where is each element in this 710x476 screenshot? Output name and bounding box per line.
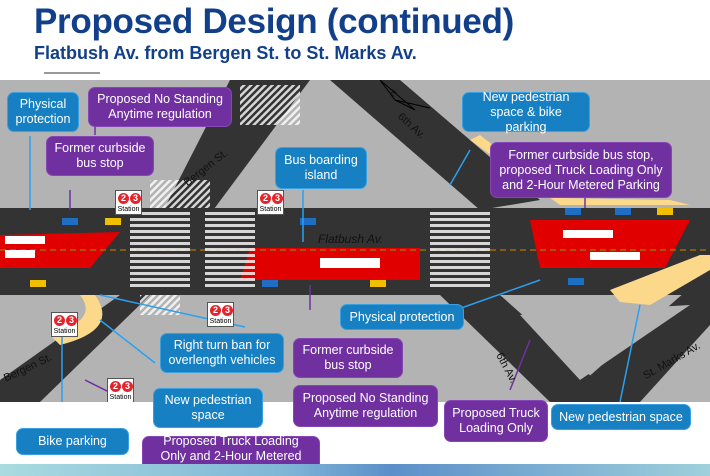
crosswalk bbox=[130, 210, 190, 290]
bus bbox=[590, 252, 640, 260]
page-title: Proposed Design (continued) bbox=[34, 2, 514, 41]
bus bbox=[320, 258, 380, 268]
car bbox=[565, 208, 581, 215]
street-map: Flatbush Av. Bergen St. Bergen St. 6th A… bbox=[0, 80, 710, 402]
crosswalk bbox=[205, 210, 255, 290]
callout-new-ped-space-left: New pedestrian space bbox=[153, 388, 263, 428]
callout-no-standing-top: Proposed No Standing Anytime regulation bbox=[88, 87, 232, 127]
callout-former-bus-stop-truck: Former curbside bus stop, proposed Truck… bbox=[490, 142, 672, 198]
callout-physical-protection-mid: Physical protection bbox=[340, 304, 464, 330]
subway-station-icon: 2 3 Station bbox=[51, 312, 78, 337]
subway-station-icon: 2 3 Station bbox=[207, 302, 234, 327]
callout-new-ped-space-right: New pedestrian space bbox=[551, 404, 691, 430]
sixth-av-top-roadway bbox=[330, 80, 540, 210]
callout-physical-protection-top: Physical protection bbox=[7, 92, 79, 132]
car bbox=[615, 208, 631, 215]
car bbox=[657, 208, 673, 215]
bus bbox=[5, 250, 35, 258]
subway-station-icon: 2 3 Station bbox=[107, 378, 134, 402]
car bbox=[568, 278, 584, 285]
north-arrow-icon bbox=[379, 80, 431, 111]
crosswalk bbox=[240, 85, 300, 125]
title-divider bbox=[44, 72, 100, 74]
bus bbox=[5, 236, 45, 244]
callout-truck-loading-only: Proposed Truck Loading Only bbox=[444, 400, 548, 442]
car bbox=[30, 280, 46, 287]
callout-former-bus-stop-top: Former curbside bus stop bbox=[46, 136, 154, 176]
ped-space-bottom-right bbox=[610, 255, 710, 305]
callout-bus-boarding-island: Bus boarding island bbox=[275, 147, 367, 189]
crosswalk bbox=[430, 210, 490, 290]
map-drawing bbox=[0, 80, 710, 402]
callout-former-bus-stop-bottom: Former curbside bus stop bbox=[293, 338, 403, 378]
bottom-triangle-island bbox=[520, 305, 690, 380]
car bbox=[370, 280, 386, 287]
crosswalk bbox=[150, 180, 210, 208]
bus-lane-right bbox=[530, 220, 690, 268]
callout-ped-space-bike-parking: New pedestrian space & bike parking bbox=[462, 90, 590, 134]
callout-no-standing-bottom: Proposed No Standing Anytime regulation bbox=[293, 385, 438, 427]
subway-station-icon: 2 3 Station bbox=[115, 190, 142, 215]
street-label-flatbush: Flatbush Av. bbox=[318, 232, 384, 246]
subway-station-icon: 2 3 Station bbox=[257, 190, 284, 215]
car bbox=[262, 280, 278, 287]
sixth-av-bottom-roadway bbox=[440, 295, 620, 402]
page-subtitle: Flatbush Av. from Bergen St. to St. Mark… bbox=[34, 43, 417, 63]
bus bbox=[563, 230, 613, 238]
car bbox=[105, 218, 121, 225]
car bbox=[62, 218, 78, 225]
callout-right-turn-ban: Right turn ban for overlength vehicles bbox=[160, 333, 284, 373]
callout-bike-parking: Bike parking bbox=[16, 428, 129, 455]
footer-decorative-strip bbox=[0, 464, 710, 476]
car bbox=[300, 218, 316, 225]
